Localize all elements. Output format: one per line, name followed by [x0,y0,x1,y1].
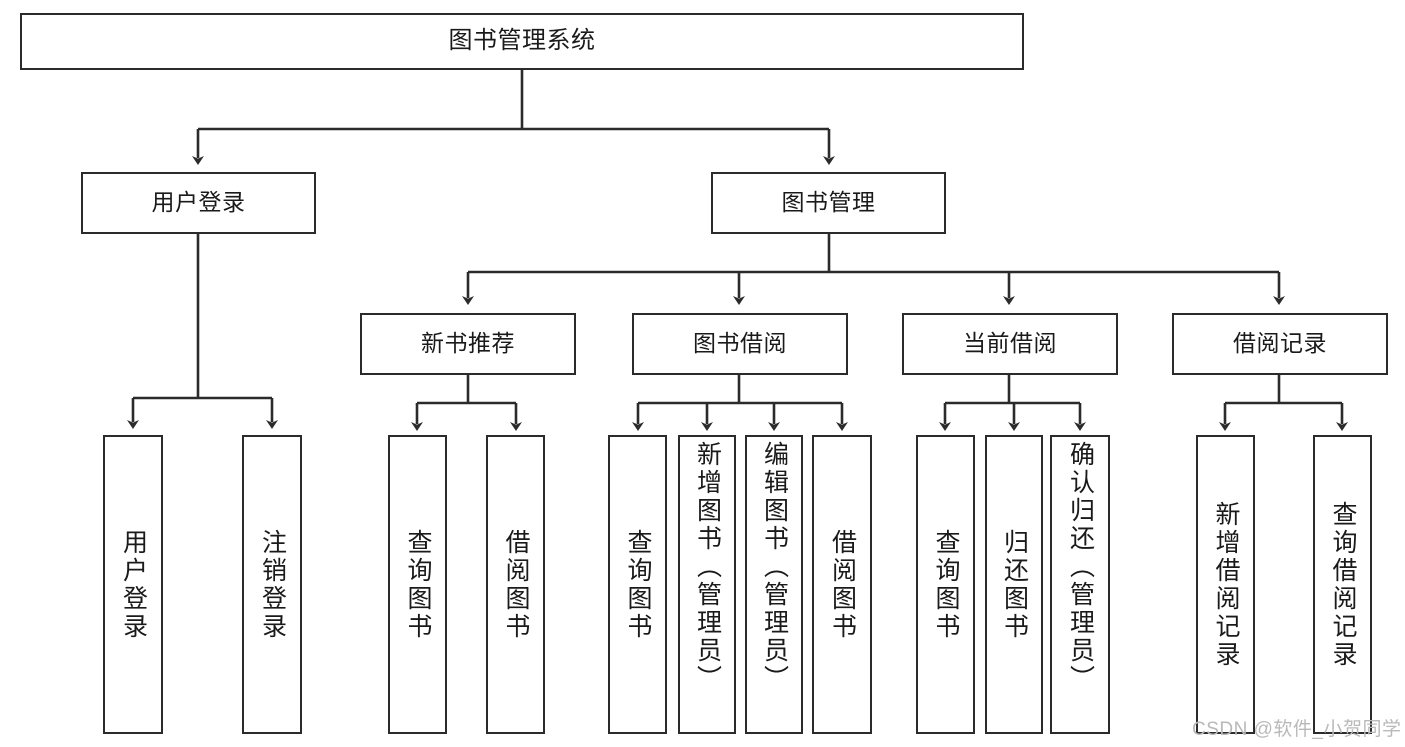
csdn-watermark: CSDN @软件_小贺同学 [1192,719,1402,740]
node-label: 确认归还（管理员） [1066,441,1095,693]
node-leaf-add-book-admin[interactable]: 新增图书（管理员） [678,435,736,734]
node-leaf-query-books-current[interactable]: 查询图书 [916,435,975,734]
node-leaf-logout[interactable]: 注销登录 [242,435,302,734]
node-current-borrow[interactable]: 当前借阅 [902,313,1118,375]
node-leaf-borrow-books[interactable]: 借阅图书 [812,435,872,734]
node-root-book-management-system[interactable]: 图书管理系统 [20,13,1024,70]
node-label: 查询图书 [932,528,960,641]
node-leaf-query-books-borrow[interactable]: 查询图书 [608,435,667,734]
node-leaf-return-books[interactable]: 归还图书 [985,435,1043,734]
node-label: 借阅图书 [502,528,530,641]
node-leaf-query-borrow-record[interactable]: 查询借阅记录 [1313,435,1372,734]
node-label: 查询图书 [404,528,432,641]
node-label: 用户登录 [151,189,246,216]
node-borrow-records[interactable]: 借阅记录 [1172,313,1388,375]
node-leaf-borrow-books-recommend[interactable]: 借阅图书 [486,435,545,734]
node-label: 新增借阅记录 [1212,500,1240,669]
node-label: 注销登录 [258,528,287,641]
node-label: 当前借阅 [963,330,1057,357]
node-book-borrow[interactable]: 图书借阅 [632,313,848,375]
node-label: 图书借阅 [693,330,787,357]
node-leaf-user-login[interactable]: 用户登录 [103,435,163,734]
node-user-login[interactable]: 用户登录 [81,172,316,234]
node-book-management[interactable]: 图书管理 [711,172,946,234]
node-label: 新书推荐 [421,330,515,357]
node-label: 借阅图书 [828,528,857,641]
node-leaf-confirm-return-admin[interactable]: 确认归还（管理员） [1050,435,1110,734]
node-leaf-query-books-recommend[interactable]: 查询图书 [388,435,447,734]
node-new-book-recommend[interactable]: 新书推荐 [360,313,576,375]
node-label: 编辑图书（管理员） [760,441,789,693]
node-label: 新增图书（管理员） [693,441,722,693]
node-leaf-edit-book-admin[interactable]: 编辑图书（管理员） [745,435,803,734]
node-label: 查询借阅记录 [1329,500,1357,669]
node-label: 图书管理系统 [448,27,596,55]
node-label: 归还图书 [1000,528,1029,641]
node-label: 查询图书 [624,528,652,641]
node-label: 图书管理 [781,189,876,216]
node-label: 借阅记录 [1233,330,1327,357]
node-label: 用户登录 [119,528,148,641]
node-leaf-add-borrow-record[interactable]: 新增借阅记录 [1196,435,1255,734]
